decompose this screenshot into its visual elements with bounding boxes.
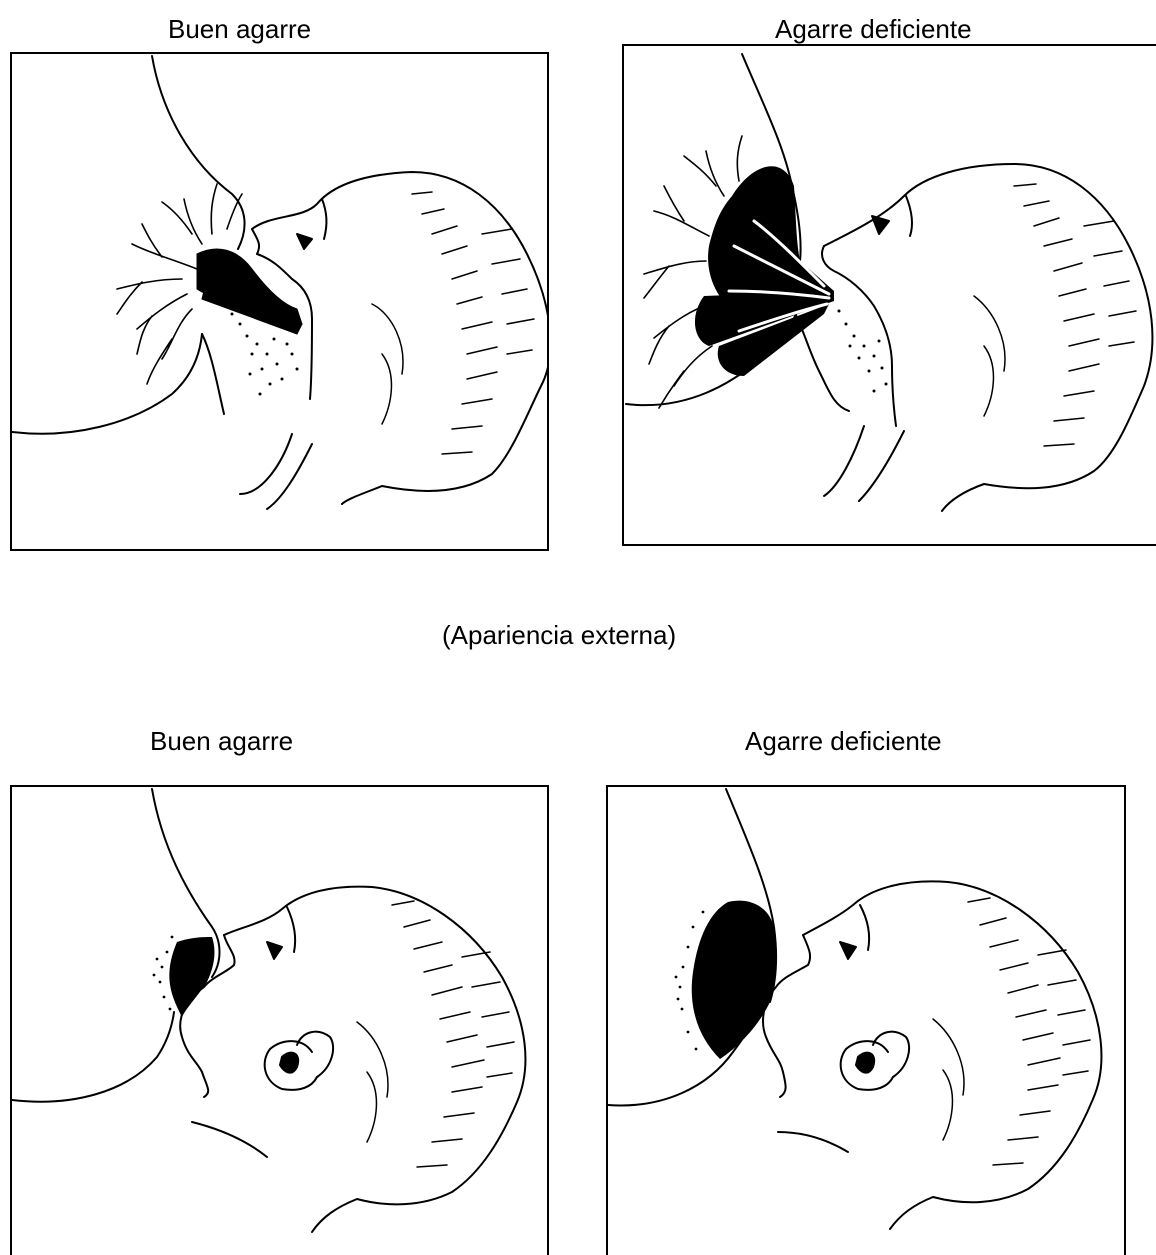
top-right-caption: Agarre deficiente xyxy=(775,14,972,44)
poor-latch-external-illustration xyxy=(606,785,1126,1255)
bottom-left-caption: Buen agarre xyxy=(150,726,293,756)
good-latch-external-illustration xyxy=(10,785,549,1255)
top-left-caption: Buen agarre xyxy=(168,14,311,44)
external-appearance-caption: (Apariencia externa) xyxy=(442,620,676,650)
bottom-right-caption: Agarre deficiente xyxy=(745,726,942,756)
poor-latch-internal-illustration xyxy=(622,44,1156,546)
good-latch-internal-drawing xyxy=(12,54,547,549)
poor-latch-external-drawing xyxy=(608,787,1124,1245)
good-latch-external-drawing xyxy=(12,787,547,1245)
good-latch-internal-illustration xyxy=(10,52,549,551)
poor-latch-internal-drawing xyxy=(624,46,1156,544)
